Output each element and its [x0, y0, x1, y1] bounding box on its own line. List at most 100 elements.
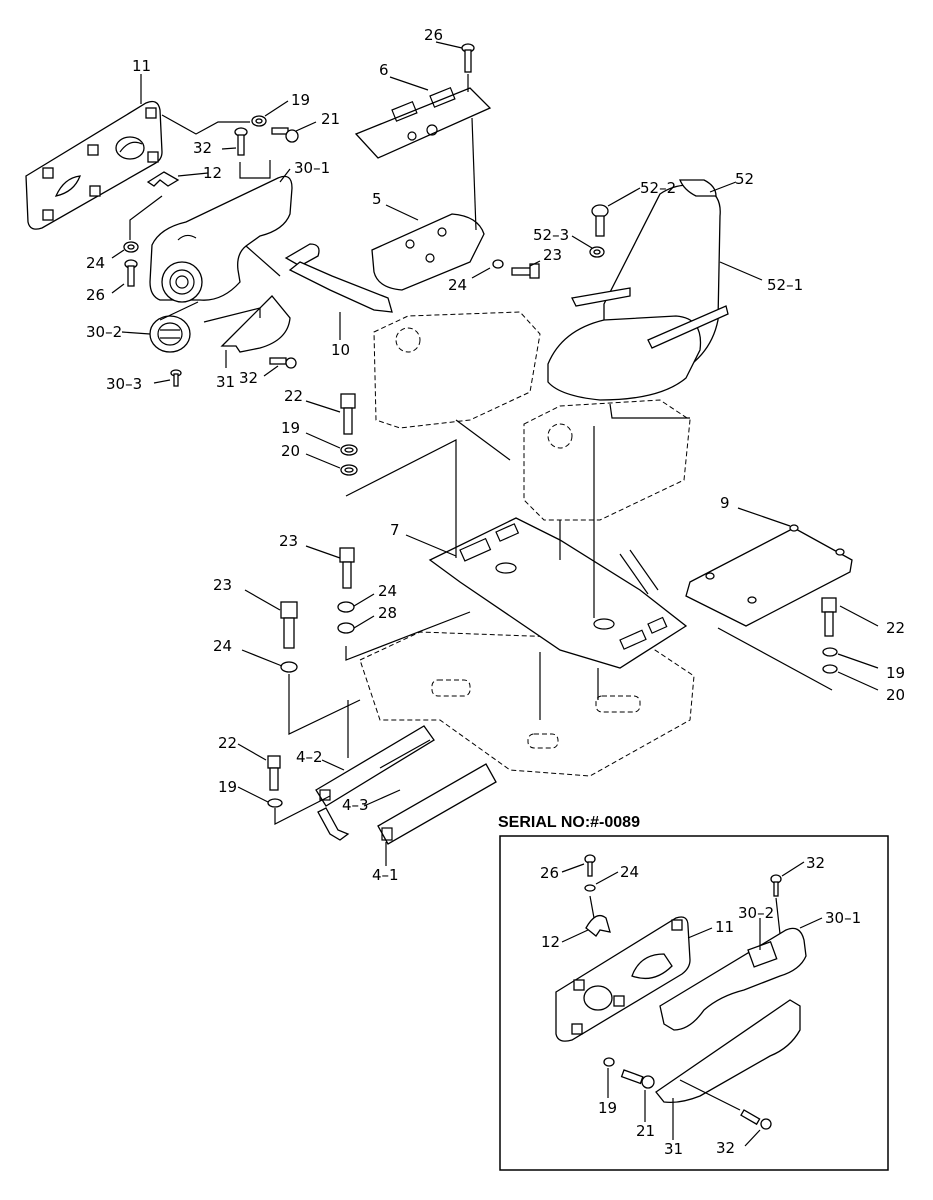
- part-23-bolt-left-a: [339, 547, 355, 589]
- label-30-1: 30–1: [294, 159, 330, 177]
- part-11-panel-plate: [25, 100, 163, 230]
- inset-part-21-bolt: [620, 1069, 655, 1089]
- label-19-right: 19: [886, 664, 905, 682]
- label-52-2: 52–2: [640, 179, 676, 197]
- inset-label-11: 11: [715, 918, 734, 936]
- part-23-bolt-mid: [511, 263, 540, 279]
- label-6: 6: [379, 61, 389, 79]
- label-24-left: 24: [378, 582, 397, 600]
- label-24: 24: [86, 254, 105, 272]
- part-24-washer-left-b: [280, 661, 298, 673]
- inset-part-12-bracket: [585, 914, 611, 937]
- part-4-1-slide-rail: [377, 763, 497, 845]
- serial-note: SERIAL NO:#-0089: [498, 814, 640, 831]
- label-24-low: 24: [213, 637, 232, 655]
- part-12-bracket: [146, 171, 180, 187]
- label-22-low: 22: [218, 734, 237, 752]
- part-4-2-slide-rail: [315, 725, 435, 807]
- label-19-mid: 19: [281, 419, 300, 437]
- part-52-3-washer: [589, 246, 605, 258]
- part-5-bracket: [371, 213, 485, 291]
- label-4-3: 4–3: [342, 796, 369, 814]
- part-52-2-screw: [591, 204, 609, 237]
- part-24-washer-mid: [492, 259, 504, 269]
- part-24-washer-left-a: [337, 601, 355, 613]
- inset-part-32-screw-bottom: [740, 1109, 772, 1130]
- label-4-1: 4–1: [372, 866, 399, 884]
- inset-label-24: 24: [620, 863, 639, 881]
- label-10: 10: [331, 341, 350, 359]
- label-22-right: 22: [886, 619, 905, 637]
- leader-lines: [111, 41, 879, 866]
- part-26-screw-top: [461, 43, 475, 73]
- part-32-screw-mid: [269, 357, 297, 369]
- inset-label-30-1: 30–1: [825, 909, 861, 927]
- label-4-2: 4–2: [296, 748, 323, 766]
- inset-label-21: 21: [636, 1122, 655, 1140]
- part-21-bolt-top: [271, 127, 299, 143]
- label-23-mid: 23: [279, 532, 298, 550]
- part-31-lower-cover: [220, 295, 291, 353]
- part-24-washer-left: [123, 241, 139, 253]
- label-24-mid: 24: [448, 276, 467, 294]
- label-5: 5: [372, 190, 382, 208]
- label-9: 9: [720, 494, 730, 512]
- inset-frame: [499, 835, 889, 1171]
- label-31: 31: [216, 373, 235, 391]
- part-32-screw-top: [234, 127, 248, 156]
- inset-part-24-washer: [584, 884, 596, 892]
- part-9-bracket: [685, 524, 853, 627]
- label-19: 19: [291, 91, 310, 109]
- inset-label-32: 32: [806, 854, 825, 872]
- label-52: 52: [735, 170, 754, 188]
- label-52-1: 52–1: [767, 276, 803, 294]
- part-19-washer-bottom: [267, 798, 283, 808]
- callout-labels: 26 6 11 19 21 32 30–1 12 5 52–2 52 24 52…: [86, 26, 905, 1158]
- label-20: 20: [281, 442, 300, 460]
- part-23-bolt-left-b: [280, 601, 298, 649]
- part-30-3-screw: [170, 369, 182, 387]
- console-silhouettes: [359, 311, 695, 777]
- inset-part-30-1-housing: [659, 927, 807, 1031]
- label-30-3: 30–3: [106, 375, 142, 393]
- label-11: 11: [132, 57, 151, 75]
- part-10-lever: [284, 243, 393, 313]
- label-20-right: 20: [886, 686, 905, 704]
- part-19-washer-top: [251, 115, 267, 127]
- label-26: 26: [424, 26, 443, 44]
- serial-inset: SERIAL NO:#-0089: [498, 814, 889, 1171]
- part-28-washer: [337, 622, 355, 634]
- part-22-bolt-mid: [340, 393, 356, 435]
- part-4-3-lever: [317, 739, 431, 841]
- inset-label-30-2: 30–2: [738, 904, 774, 922]
- inset-part-32-screw: [770, 874, 782, 897]
- label-21: 21: [321, 110, 340, 128]
- part-26-bolt-left: [124, 259, 138, 287]
- label-26-left: 26: [86, 286, 105, 304]
- part-7-base-plate: [428, 517, 688, 669]
- label-12: 12: [203, 164, 222, 182]
- label-30-2: 30–2: [86, 323, 122, 341]
- part-22-bolt-right: [821, 597, 837, 637]
- inset-label-26: 26: [540, 864, 559, 882]
- part-6-top-plate: [354, 86, 492, 159]
- part-30-2-vent: [149, 315, 191, 353]
- label-32: 32: [193, 139, 212, 157]
- inset-label-31: 31: [664, 1140, 683, 1158]
- part-19-washer-mid: [340, 444, 358, 456]
- label-23: 23: [543, 246, 562, 264]
- part-19-washer-right: [822, 647, 838, 657]
- inset-label-32-bottom: 32: [716, 1139, 735, 1157]
- part-30-1-console-housing: [149, 175, 293, 303]
- inset-part-19-washer: [603, 1057, 615, 1067]
- label-52-3: 52–3: [533, 226, 569, 244]
- label-23-left: 23: [213, 576, 232, 594]
- label-28: 28: [378, 604, 397, 622]
- label-32-mid: 32: [239, 369, 258, 387]
- inset-part-11-panel: [555, 916, 691, 1042]
- part-22-bolt-bottom: [267, 755, 281, 791]
- inset-label-12: 12: [541, 933, 560, 951]
- inset-part-26-screw: [584, 854, 596, 877]
- label-7: 7: [390, 521, 400, 539]
